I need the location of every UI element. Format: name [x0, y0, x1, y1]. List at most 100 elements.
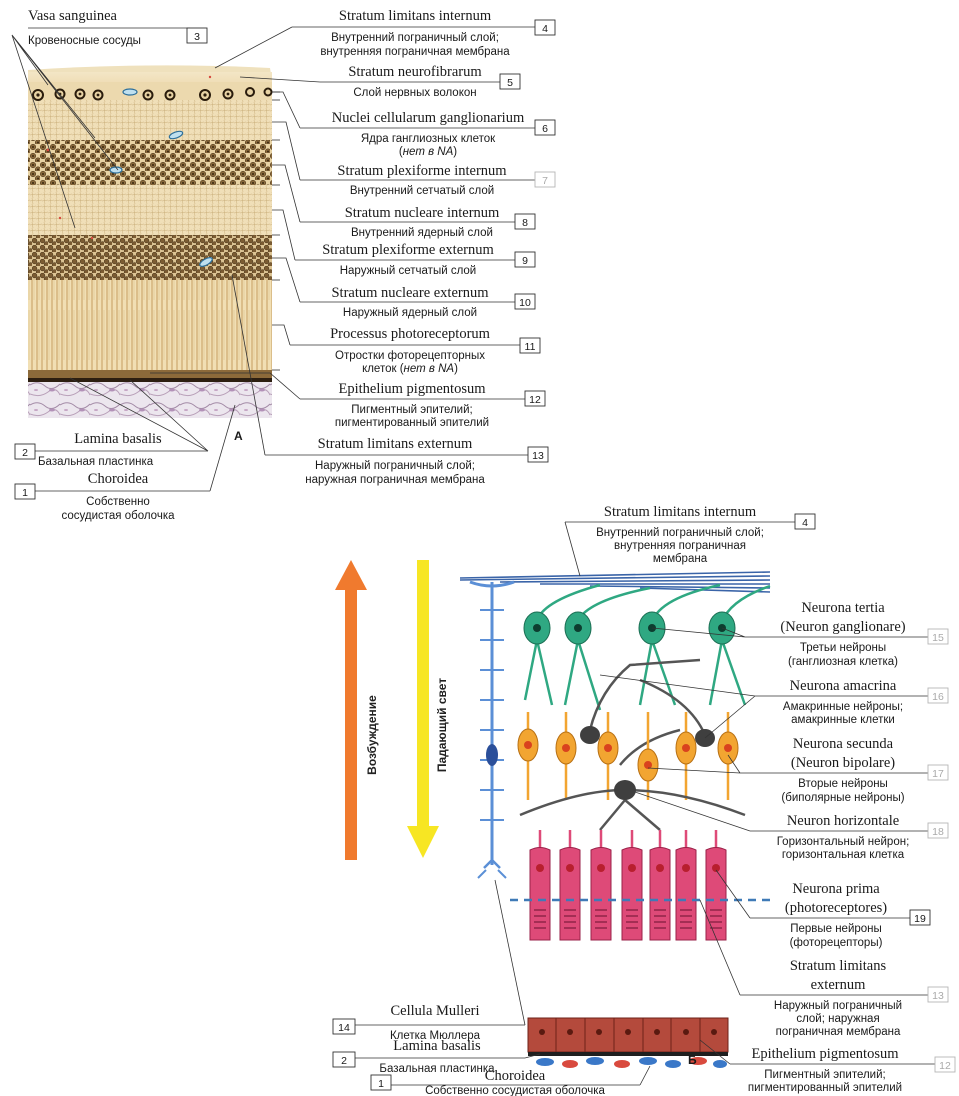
svg-text:Neuron horizontale: Neuron horizontale — [787, 813, 899, 829]
label-stratum-limitans-internum-a: Stratum limitans internum Внутренний пог… — [215, 8, 555, 68]
svg-text:Внутренний пограничный слой;: Внутренний пограничный слой; — [596, 527, 764, 539]
svg-text:Choroidea: Choroidea — [485, 1068, 546, 1084]
svg-text:9: 9 — [522, 255, 528, 267]
svg-text:16: 16 — [932, 691, 944, 703]
svg-text:Neurona tertia: Neurona tertia — [801, 600, 885, 616]
label-stratum-neurofibrarum: Stratum neurofibrarum Слой нервных волок… — [240, 64, 520, 99]
svg-text:Stratum limitans: Stratum limitans — [790, 958, 887, 974]
svg-text:Stratum nucleare internum: Stratum nucleare internum — [345, 205, 500, 221]
svg-text:Первые нейроны: Первые нейроны — [790, 923, 882, 935]
svg-text:Stratum limitans internum: Stratum limitans internum — [604, 504, 757, 520]
panel-letter-b: Б — [688, 1053, 697, 1067]
svg-text:13: 13 — [532, 450, 544, 462]
inner-limiting-fibers — [460, 572, 770, 592]
svg-text:сосудистая оболочка: сосудистая оболочка — [61, 510, 175, 522]
svg-text:Внутренний пограничный слой;: Внутренний пограничный слой; — [331, 32, 499, 44]
svg-text:пигментированный эпителий: пигментированный эпителий — [748, 1082, 902, 1094]
horizontal-cell — [520, 780, 745, 830]
svg-text:Neurona prima: Neurona prima — [792, 881, 880, 897]
svg-text:Амакринные нейроны;: Амакринные нейроны; — [783, 701, 903, 713]
incident-light-arrow: Падающий свет — [407, 560, 449, 858]
svg-text:18: 18 — [932, 826, 944, 838]
svg-text:11: 11 — [525, 341, 536, 353]
svg-text:(ганглиозная клетка): (ганглиозная клетка) — [788, 656, 898, 668]
svg-text:наружная пограничная мембрана: наружная пограничная мембрана — [305, 474, 485, 486]
svg-text:Nuclei cellularum ganglionariu: Nuclei cellularum ganglionarium — [332, 110, 525, 126]
svg-text:Stratum nucleare externum: Stratum nucleare externum — [331, 285, 489, 301]
svg-text:Слой нервных волокон: Слой нервных волокон — [353, 87, 476, 99]
svg-text:Наружный ядерный слой: Наружный ядерный слой — [343, 307, 477, 319]
svg-text:Ядра ганглиозных клеток: Ядра ганглиозных клеток — [361, 133, 496, 145]
label-nuclei-ganglionarium: Nuclei cellularum ganglionarium Ядра ган… — [272, 92, 555, 158]
svg-text:клеток (нет в NA): клеток (нет в NA) — [362, 363, 458, 375]
svg-text:Отростки фоторецепторных: Отростки фоторецепторных — [335, 350, 485, 362]
label-stratum-limitans-internum-b: Stratum limitans internum Внутренний пог… — [565, 504, 815, 576]
choroid-vessels — [536, 1057, 727, 1068]
svg-text:Cellula Mulleri: Cellula Mulleri — [391, 1003, 480, 1019]
svg-text:Третьи нейроны: Третьи нейроны — [800, 642, 886, 654]
svg-text:Choroidea: Choroidea — [88, 471, 149, 487]
panel-letter-a: A — [234, 429, 243, 443]
svg-text:Neurona amacrina: Neurona amacrina — [790, 678, 897, 694]
excitation-label: Возбуждение — [365, 695, 379, 775]
label-epithelium-pigmentosum-b: Epithelium pigmentosum Пигментный эпител… — [700, 1040, 955, 1094]
svg-text:мембрана: мембрана — [653, 553, 708, 565]
svg-text:(Neuron bipolare): (Neuron bipolare) — [791, 755, 895, 771]
muller-nucleus — [486, 744, 498, 766]
svg-text:6: 6 — [542, 123, 548, 135]
svg-text:12: 12 — [529, 394, 541, 406]
incident-light-label: Падающий свет — [435, 678, 449, 772]
svg-text:Вторые нейроны: Вторые нейроны — [798, 778, 888, 790]
svg-text:Базальная пластинка: Базальная пластинка — [38, 456, 154, 468]
svg-text:внутренняя пограничная мембран: внутренняя пограничная мембрана — [320, 46, 510, 58]
pigment-epithelium — [528, 1018, 728, 1052]
svg-text:Пигментный эпителий;: Пигментный эпителий; — [764, 1069, 885, 1081]
svg-text:Внутренний сетчатый слой: Внутренний сетчатый слой — [350, 185, 494, 197]
svg-text:Наружный пограничный: Наружный пограничный — [774, 1000, 902, 1012]
svg-text:(фоторецепторы): (фоторецепторы) — [790, 937, 883, 949]
svg-text:10: 10 — [519, 297, 531, 309]
svg-text:5: 5 — [507, 77, 513, 89]
svg-text:пограничная мембрана: пограничная мембрана — [776, 1026, 901, 1038]
muller-cell — [470, 582, 514, 878]
svg-text:Processus photoreceptorum: Processus photoreceptorum — [330, 326, 491, 342]
svg-text:Stratum limitans externum: Stratum limitans externum — [318, 436, 473, 452]
choroid-layer — [28, 382, 272, 418]
photoreceptors — [530, 830, 726, 940]
svg-text:13: 13 — [932, 990, 944, 1002]
svg-text:(биполярные нейроны): (биполярные нейроны) — [781, 792, 904, 804]
svg-text:Stratum plexiforme internum: Stratum plexiforme internum — [337, 163, 507, 179]
num-3: 3 — [194, 31, 200, 43]
svg-text:19: 19 — [914, 913, 926, 925]
svg-text:Наружный сетчатый слой: Наружный сетчатый слой — [340, 265, 477, 277]
svg-text:Neurona secunda: Neurona secunda — [793, 736, 894, 752]
svg-text:(нет в NA): (нет в NA) — [399, 146, 457, 158]
svg-text:Горизонтальный нейрон;: Горизонтальный нейрон; — [777, 836, 910, 848]
label-neurona-prima: Neurona prima (photoreceptores) Первые н… — [716, 870, 930, 949]
svg-text:4: 4 — [802, 517, 808, 529]
inner-plexiform-layer — [28, 100, 272, 140]
svg-text:Собственно сосудистая оболочка: Собственно сосудистая оболочка — [425, 1085, 605, 1096]
label-cellula-mulleri: Cellula Mulleri 14 Клетка Мюллера — [333, 880, 525, 1042]
svg-text:12: 12 — [939, 1060, 951, 1072]
inner-nuclear-layer — [28, 140, 272, 185]
svg-text:горизонтальная клетка: горизонтальная клетка — [782, 849, 905, 861]
svg-text:Lamina basalis: Lamina basalis — [74, 431, 162, 447]
svg-text:Epithelium pigmentosum: Epithelium pigmentosum — [751, 1046, 899, 1062]
layer-ticks — [272, 92, 280, 370]
label-processus-photoreceptorum: Processus photoreceptorum Отростки фотор… — [272, 325, 540, 375]
svg-text:(photoreceptores): (photoreceptores) — [785, 900, 887, 916]
svg-text:Epithelium pigmentosum: Epithelium pigmentosum — [338, 381, 486, 397]
svg-text:Базальная пластинка: Базальная пластинка — [379, 1063, 495, 1075]
svg-text:амакринные клетки: амакринные клетки — [791, 714, 895, 726]
ganglion-cells — [524, 585, 770, 710]
vasa-russian: Кровеносные сосуды — [28, 35, 141, 47]
pigment-epithelium-band — [28, 370, 272, 378]
histology-section — [28, 65, 280, 418]
svg-text:Stratum limitans internum: Stratum limitans internum — [339, 8, 492, 24]
label-neurona-tertia: Neurona tertia (Neuron ganglionare) Трет… — [652, 600, 948, 668]
svg-text:Пигментный эпителий;: Пигментный эпителий; — [351, 404, 472, 416]
svg-text:7: 7 — [542, 175, 548, 187]
svg-text:Наружный пограничный слой;: Наружный пограничный слой; — [315, 460, 475, 472]
